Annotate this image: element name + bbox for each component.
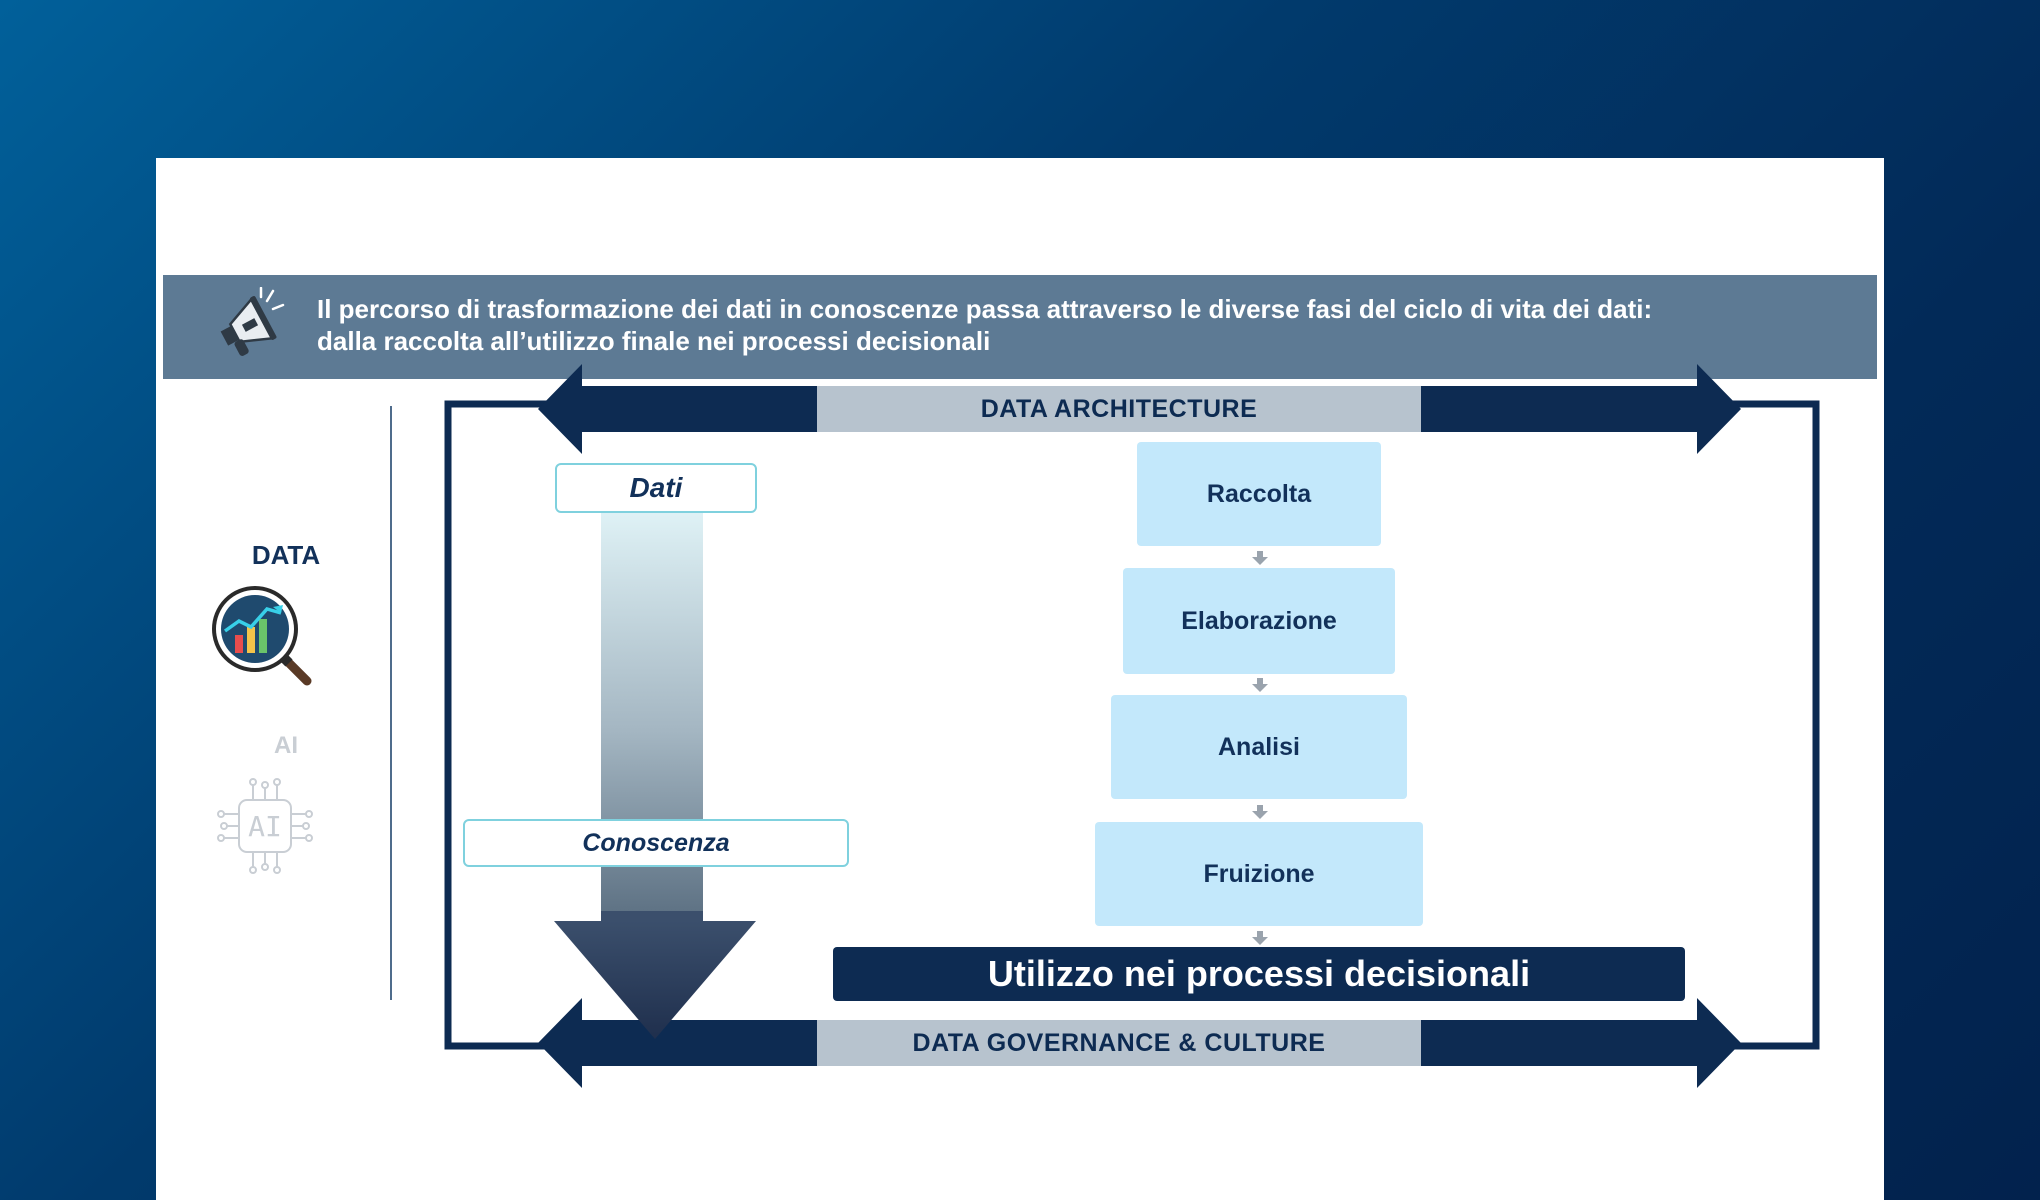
step-arrow-icon [1252, 931, 1268, 945]
step-raccolta: Raccolta [1137, 442, 1381, 546]
sidebar-divider [390, 406, 392, 1000]
step-arrow-icon [1252, 678, 1268, 692]
banner-line-1: Il percorso di trasformazione dei dati i… [317, 294, 1653, 324]
ai-label: AI [274, 732, 298, 759]
megaphone-icon [220, 287, 285, 356]
step-elaborazione: Elaborazione [1123, 568, 1395, 674]
data-architecture-label: DATA ARCHITECTURE [817, 386, 1421, 432]
data-label: DATA [251, 540, 321, 570]
step-fruizione: Fruizione [1095, 822, 1423, 926]
step-analisi: Analisi [1111, 695, 1407, 799]
header-banner: Il percorso di trasformazione dei dati i… [163, 275, 1877, 379]
step-arrow-icon [1252, 551, 1268, 565]
ai-chip-text: AI [248, 810, 282, 843]
slide: Il percorso di trasformazione dei dati i… [156, 158, 1884, 1200]
banner-line-2: dalla raccolta all’utilizzo finale nei p… [317, 326, 991, 356]
dati-box: Dati [555, 463, 757, 513]
step-arrow-icon [1252, 805, 1268, 819]
banner-text: Il percorso di trasformazione dei dati i… [317, 293, 1847, 357]
decision-outcome-bar: Utilizzo nei processi decisionali [833, 947, 1685, 1001]
magnifier-chart-icon [212, 586, 312, 686]
data-governance-label: DATA GOVERNANCE & CULTURE [817, 1020, 1421, 1066]
conoscenza-box: Conoscenza [463, 819, 849, 867]
ai-chip-icon: AI [217, 778, 313, 874]
